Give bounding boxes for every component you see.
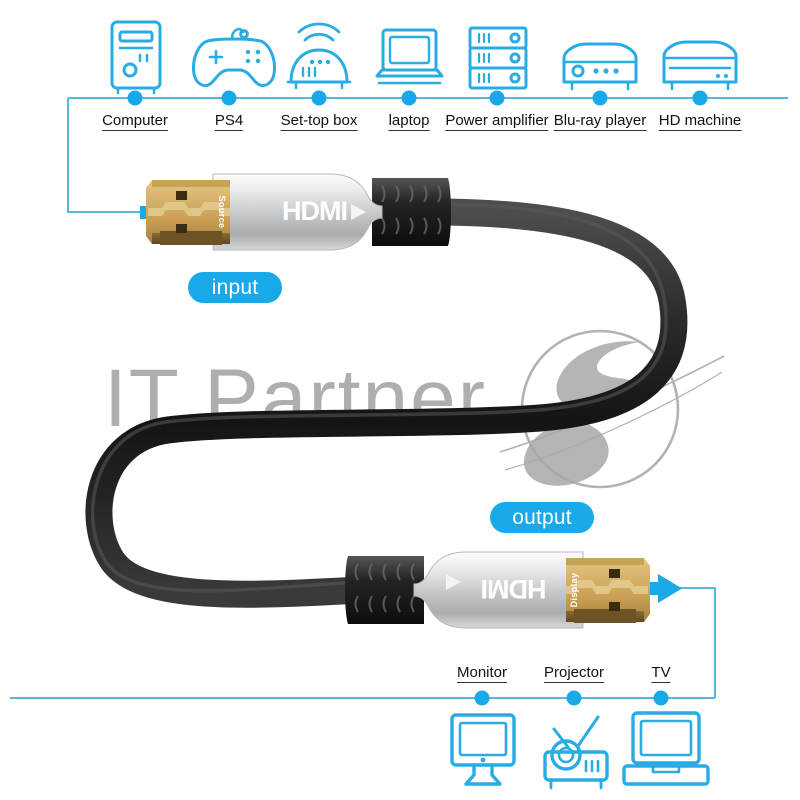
connector-shell-bottom bbox=[413, 551, 584, 629]
projector-icon bbox=[543, 715, 609, 790]
device-label-laptop: laptop bbox=[388, 112, 430, 131]
connector-plug-gold-top bbox=[146, 180, 230, 245]
set-top-box-icon bbox=[286, 22, 352, 90]
direction-triangle-top bbox=[351, 204, 366, 220]
bluray-player-icon bbox=[562, 42, 638, 91]
strain-relief-grip-bottom bbox=[345, 556, 424, 624]
direction-triangle-bottom bbox=[446, 574, 461, 590]
connector-hdmi-wordmark: HDMI bbox=[282, 196, 347, 226]
cable-path bbox=[85, 198, 688, 608]
input-badge: input bbox=[188, 272, 282, 303]
device-label-bluray-player: Blu-ray player bbox=[553, 112, 647, 131]
device-label-hd-machine: HD machine bbox=[658, 112, 742, 131]
monitor-icon bbox=[450, 713, 516, 786]
connector-display-label: Display bbox=[569, 573, 579, 608]
display-bus-dots bbox=[474, 690, 669, 706]
device-label-projector: Projector bbox=[543, 664, 605, 683]
tv-icon bbox=[622, 711, 710, 786]
strain-relief-grip-top bbox=[372, 178, 451, 246]
connector-plug-gold-bottom bbox=[566, 558, 650, 623]
output-badge: output bbox=[490, 502, 594, 533]
laptop-icon bbox=[375, 28, 444, 85]
rack-amplifier-icon bbox=[468, 26, 528, 90]
device-label-ps4: PS4 bbox=[214, 112, 244, 131]
connector-shell-top bbox=[212, 173, 383, 251]
device-label-monitor: Monitor bbox=[456, 664, 508, 683]
device-label-computer: Computer bbox=[102, 112, 168, 131]
connector-source-label: Source bbox=[217, 196, 227, 229]
device-label-set-top-box: Set-top box bbox=[280, 112, 358, 131]
hd-machine-icon bbox=[662, 40, 738, 91]
source-bus-dots bbox=[127, 90, 708, 106]
desktop-tower-icon bbox=[110, 20, 162, 95]
connector-imgh-wordmark: HDMI bbox=[482, 574, 547, 604]
device-label-tv: TV bbox=[651, 664, 671, 683]
device-label-power-amplifier: Power amplifier bbox=[445, 112, 549, 131]
gamepad-icon bbox=[192, 27, 276, 88]
